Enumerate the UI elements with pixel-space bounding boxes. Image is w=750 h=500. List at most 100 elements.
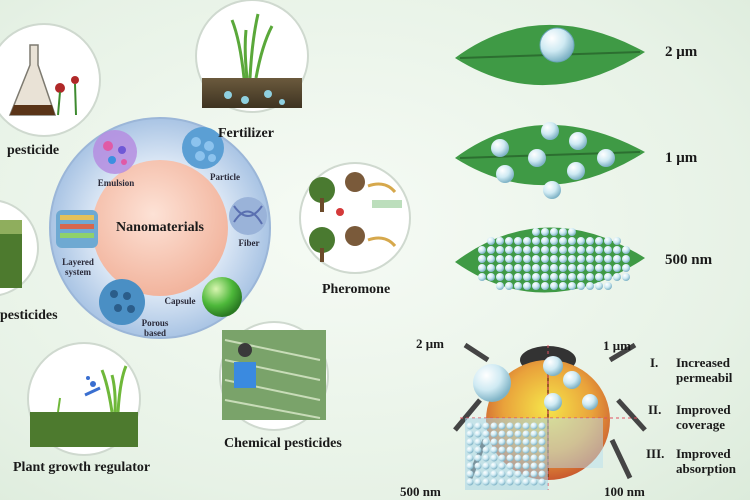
nano-droplet	[482, 462, 490, 470]
nano-droplet	[523, 255, 531, 263]
fiber-icon	[229, 197, 267, 235]
nano-droplet	[496, 282, 504, 290]
nano-droplet	[505, 237, 513, 245]
nano-droplet	[522, 446, 530, 454]
layered-system-label: Layered system	[56, 257, 100, 277]
fertilizer-label: Fertilizer	[218, 126, 274, 141]
nano-droplet	[538, 478, 546, 486]
nano-droplet	[514, 255, 522, 263]
nano-droplet	[498, 478, 506, 486]
nano-droplet	[482, 454, 490, 462]
nano-droplet	[522, 478, 530, 486]
nano-droplet	[496, 264, 504, 272]
porous-based-icon	[99, 279, 145, 325]
nano-droplet	[559, 282, 567, 290]
nano-droplet	[613, 273, 621, 281]
beetle-label-100nm: 100 nm	[604, 484, 645, 499]
nano-droplet	[586, 237, 594, 245]
nano-droplet	[559, 237, 567, 245]
nano-droplet	[523, 282, 531, 290]
nano-droplet	[514, 237, 522, 245]
nano-droplet	[577, 246, 585, 254]
nano-droplet	[505, 246, 513, 254]
nano-droplet	[498, 446, 506, 454]
nano-droplet	[604, 246, 612, 254]
nano-droplet	[498, 438, 506, 446]
nano-droplet	[568, 228, 576, 236]
pheromone-circle	[299, 162, 411, 274]
nano-droplet	[498, 422, 506, 430]
nano-droplet	[506, 438, 514, 446]
nano-droplet	[559, 273, 567, 281]
nano-droplet	[532, 255, 540, 263]
nano-droplet	[490, 454, 498, 462]
pesticide-label: pesticide	[7, 143, 60, 158]
nano-droplet	[505, 282, 513, 290]
pheromone-label: Pheromone	[322, 282, 391, 297]
nano-droplet	[530, 478, 538, 486]
nano-droplet	[622, 246, 630, 254]
nano-droplet	[514, 438, 522, 446]
nano-droplet	[550, 246, 558, 254]
nano-droplet	[595, 237, 603, 245]
nano-droplet	[474, 422, 482, 430]
nano-droplet	[490, 470, 498, 478]
chemical-pesticides-label: Chemical pesticides	[224, 436, 342, 451]
nano-droplet	[613, 264, 621, 272]
nano-droplet	[595, 282, 603, 290]
nano-droplet	[487, 255, 495, 263]
plant-growth-regulator-circle	[27, 342, 141, 456]
nano-droplet	[532, 246, 540, 254]
nano-droplet	[506, 446, 514, 454]
nano-droplet	[506, 478, 514, 486]
nano-droplet	[496, 273, 504, 281]
nano-droplet	[487, 237, 495, 245]
nano-droplet	[506, 454, 514, 462]
nano-droplet	[514, 454, 522, 462]
nano-droplet	[474, 470, 482, 478]
nano-droplet	[523, 237, 531, 245]
benefit-numeral-2: II.	[648, 402, 662, 417]
leaf-2um	[455, 24, 645, 86]
nano-droplet	[482, 478, 490, 486]
beetle-illustration	[453, 342, 647, 490]
nano-droplet	[506, 430, 514, 438]
benefit-text-1: Increased permeabil	[676, 355, 733, 385]
nano-droplet	[478, 255, 486, 263]
nano-droplet	[604, 264, 612, 272]
benefit-text-2: Improved coverage	[676, 402, 731, 432]
nano-droplet	[522, 470, 530, 478]
nano-droplet	[466, 422, 474, 430]
nano-droplet	[604, 273, 612, 281]
nano-droplet	[487, 264, 495, 272]
nano-droplet	[586, 273, 594, 281]
nano-droplet	[506, 422, 514, 430]
nano-droplet	[474, 438, 482, 446]
chemical-pesticides-circle	[219, 321, 329, 431]
nano-droplet	[538, 422, 546, 430]
nano-droplet	[550, 228, 558, 236]
nano-droplet	[514, 273, 522, 281]
nano-droplet	[550, 282, 558, 290]
nanomaterials-title: Nanomaterials	[116, 220, 204, 235]
nano-droplet	[532, 228, 540, 236]
nano-droplet	[530, 470, 538, 478]
nano-droplet	[568, 264, 576, 272]
nano-droplet	[474, 478, 482, 486]
beetle-label-1um: 1 μm	[603, 338, 631, 353]
nano-droplet	[550, 264, 558, 272]
nano-droplet	[466, 462, 474, 470]
size-label-1um: 1 μm	[665, 150, 698, 166]
nano-droplet	[586, 282, 594, 290]
fiber-label: Fiber	[238, 238, 260, 248]
nano-droplet	[482, 446, 490, 454]
pesticides-circle	[0, 200, 39, 296]
particle-icon	[182, 127, 224, 169]
nano-droplet	[568, 237, 576, 245]
nano-droplet	[514, 446, 522, 454]
nano-droplet	[498, 470, 506, 478]
nano-droplet	[478, 273, 486, 281]
pesticides-label: pesticides	[0, 308, 58, 323]
nano-droplet	[506, 462, 514, 470]
